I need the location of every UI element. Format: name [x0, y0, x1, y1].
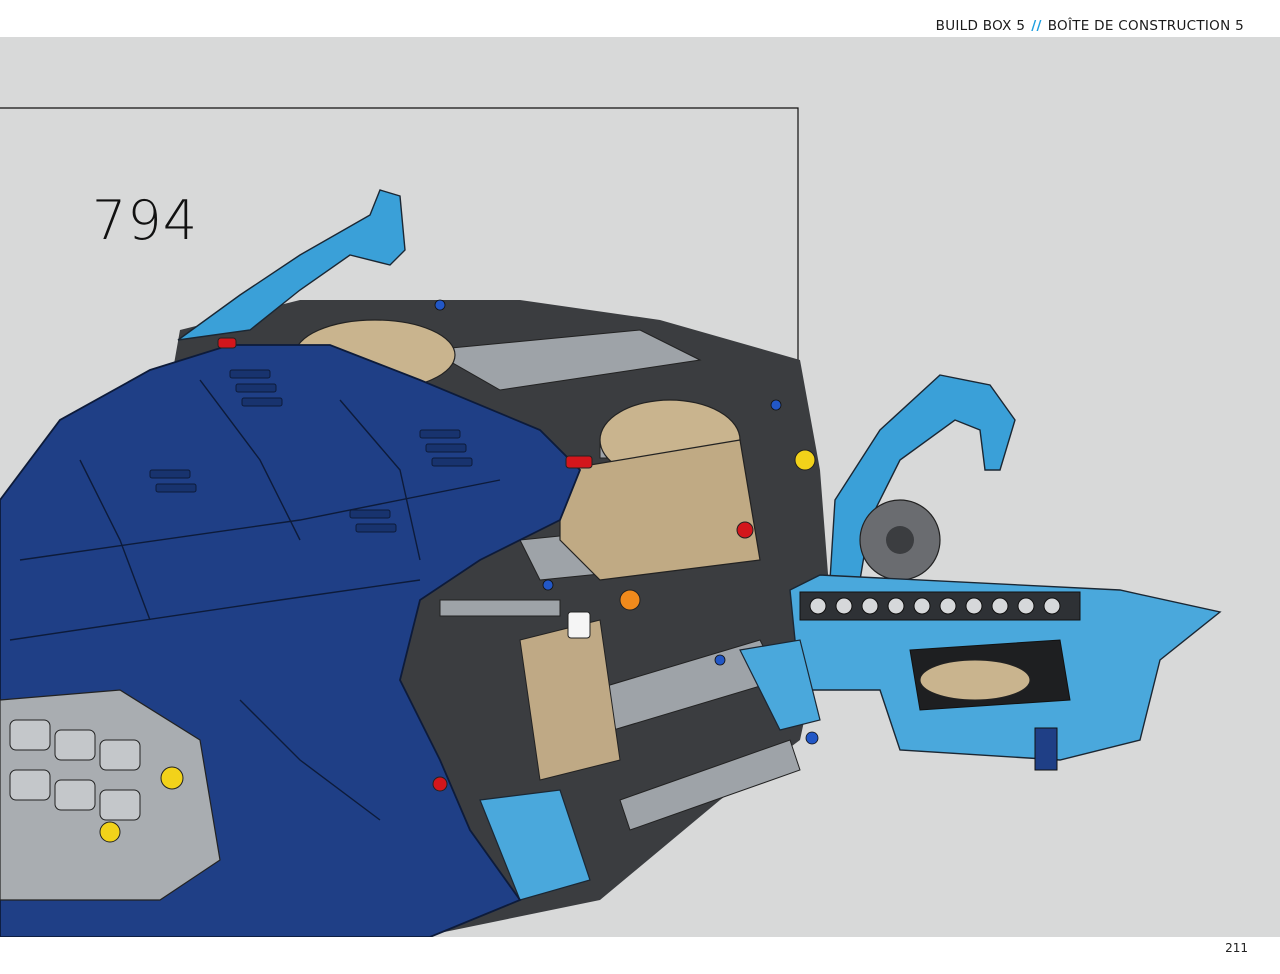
page-footer: 211: [0, 937, 1280, 974]
white-bushing: [567, 611, 591, 639]
title-english: BUILD BOX 5: [935, 18, 1026, 34]
page-number: 211: [1225, 941, 1248, 955]
orange-bushing: [619, 589, 641, 611]
instruction-canvas: 794: [0, 37, 1280, 937]
engine-cylinders: [9, 719, 141, 821]
dark-blue-pin: [1034, 727, 1058, 771]
body-panel-lines: [9, 379, 501, 821]
wheel-hub-center: [886, 526, 914, 554]
tan-grip: [919, 659, 1031, 701]
title-separator: //: [1031, 18, 1042, 34]
light-blue-hinge: [739, 639, 821, 731]
light-blue-wheel-arch: [829, 374, 1016, 581]
build-box-title: BUILD BOX 5 // BOÎTE DE CONSTRUCTION 5: [936, 18, 1244, 34]
light-blue-lower-part: [479, 789, 591, 901]
light-blue-arm: [177, 189, 406, 341]
yellow-connectors: [99, 449, 816, 843]
red-connectors: [217, 337, 754, 792]
step-number: 794: [92, 189, 199, 252]
page-header: BUILD BOX 5 // BOÎTE DE CONSTRUCTION 5: [0, 0, 1280, 37]
blue-pins: [434, 299, 819, 745]
model-illustration: [0, 107, 1222, 937]
title-french: BOÎTE DE CONSTRUCTION 5: [1047, 18, 1244, 34]
body-vents: [149, 369, 473, 533]
beam-holes: [809, 597, 1061, 615]
tan-cylinder: [559, 439, 761, 581]
